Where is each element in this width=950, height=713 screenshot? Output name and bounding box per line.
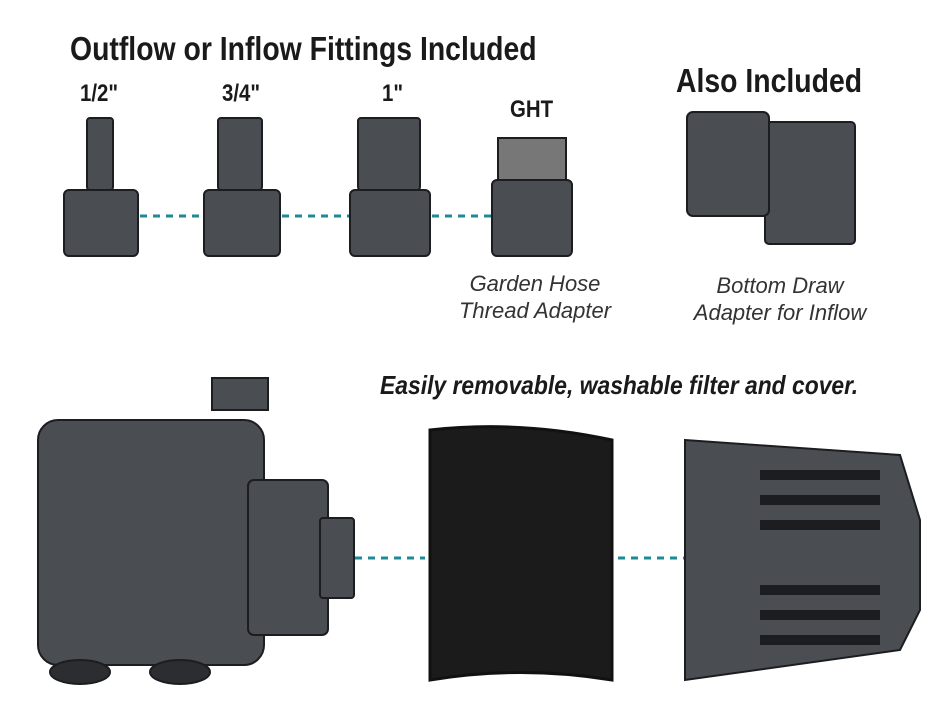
ght-caption-line1: Garden Hose	[469, 271, 601, 296]
also-included-heading: Also Included	[676, 62, 863, 99]
fitting-half-inch	[63, 117, 139, 257]
fittings-heading: Outflow or Inflow Fittings Included	[70, 30, 537, 67]
pump	[37, 377, 355, 685]
fitting-label-half: 1/2"	[80, 80, 119, 107]
filter-cover	[684, 438, 921, 682]
fitting-label-one: 1"	[382, 80, 404, 107]
bottom-draw-caption-line1: Bottom Draw	[716, 273, 844, 298]
connector-dashes	[140, 214, 685, 560]
bottom-draw-caption: Bottom Draw Adapter for Inflow	[680, 272, 880, 326]
fitting-ght	[491, 137, 573, 257]
fitting-three-quarter-inch	[203, 117, 281, 257]
sponge-filter	[428, 425, 614, 682]
fitting-one-inch	[349, 117, 431, 257]
bottom-draw-caption-line2: Adapter for Inflow	[693, 300, 867, 325]
ght-caption-line2: Thread Adapter	[458, 298, 612, 323]
bottom-draw-adapter	[686, 111, 856, 245]
filter-caption: Easily removable, washable filter and co…	[380, 370, 859, 400]
fitting-label-three-quarter: 3/4"	[222, 80, 261, 107]
ght-caption: Garden Hose Thread Adapter	[450, 270, 620, 324]
fitting-label-ght: GHT	[510, 96, 554, 123]
